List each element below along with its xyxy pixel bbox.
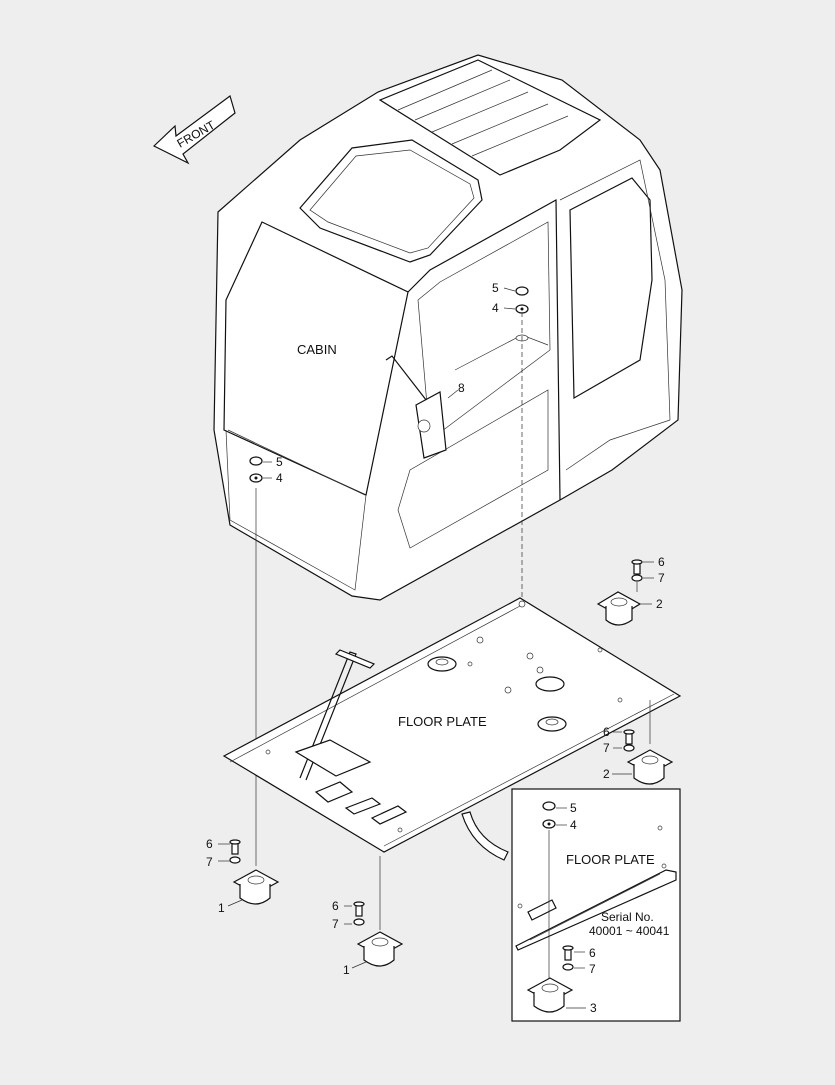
callout-4c: 4: [570, 818, 577, 832]
callout-2b: 2: [603, 767, 610, 781]
callout-6a: 6: [658, 555, 665, 569]
callout-7b: 7: [603, 741, 610, 755]
callout-5c: 5: [570, 801, 577, 815]
cabin-mount-left: 5 4: [249, 455, 283, 866]
callout-1b: 1: [343, 963, 350, 977]
inset-detail: 5 4 6 7 3 FLOOR PLATE Serial No. 40001 ~…: [511, 788, 681, 1022]
cabin-mount-right: 5 4: [454, 281, 549, 632]
callout-7c: 7: [206, 855, 213, 869]
callout-7d: 7: [332, 917, 339, 931]
cabin: CABIN: [213, 54, 683, 601]
front-arrow: FRONT: [152, 95, 236, 165]
callout-1a: 1: [218, 901, 225, 915]
callout-5b: 5: [276, 455, 283, 469]
inset-serial-line2: 40001 ~ 40041: [589, 924, 670, 938]
callout-7e: 7: [589, 962, 596, 976]
mount-1-left: 6 7 1: [206, 837, 280, 915]
callout-4b: 4: [276, 471, 283, 485]
callout-6d: 6: [332, 899, 339, 913]
mount-1-center: 6 7 1: [332, 856, 404, 977]
mirror: 8: [385, 355, 465, 459]
mount-2-top: 6 7 2: [596, 555, 665, 626]
inset-floor-plate-label: FLOOR PLATE: [566, 852, 655, 867]
callout-7a: 7: [658, 571, 665, 585]
callout-8: 8: [458, 381, 465, 395]
detail-arrow: [461, 811, 509, 861]
floor-plate-label: FLOOR PLATE: [398, 714, 487, 729]
inset-serial-line1: Serial No.: [601, 910, 654, 924]
callout-6c: 6: [206, 837, 213, 851]
callout-2a: 2: [656, 597, 663, 611]
callout-6e: 6: [589, 946, 596, 960]
mount-2-right: 6 7 2: [603, 700, 674, 785]
callout-5a: 5: [492, 281, 499, 295]
callout-3: 3: [590, 1001, 597, 1015]
callout-4a: 4: [492, 301, 499, 315]
floor-plate: FLOOR PLATE: [222, 597, 682, 853]
cabin-label: CABIN: [297, 342, 337, 357]
callout-6b: 6: [603, 725, 610, 739]
